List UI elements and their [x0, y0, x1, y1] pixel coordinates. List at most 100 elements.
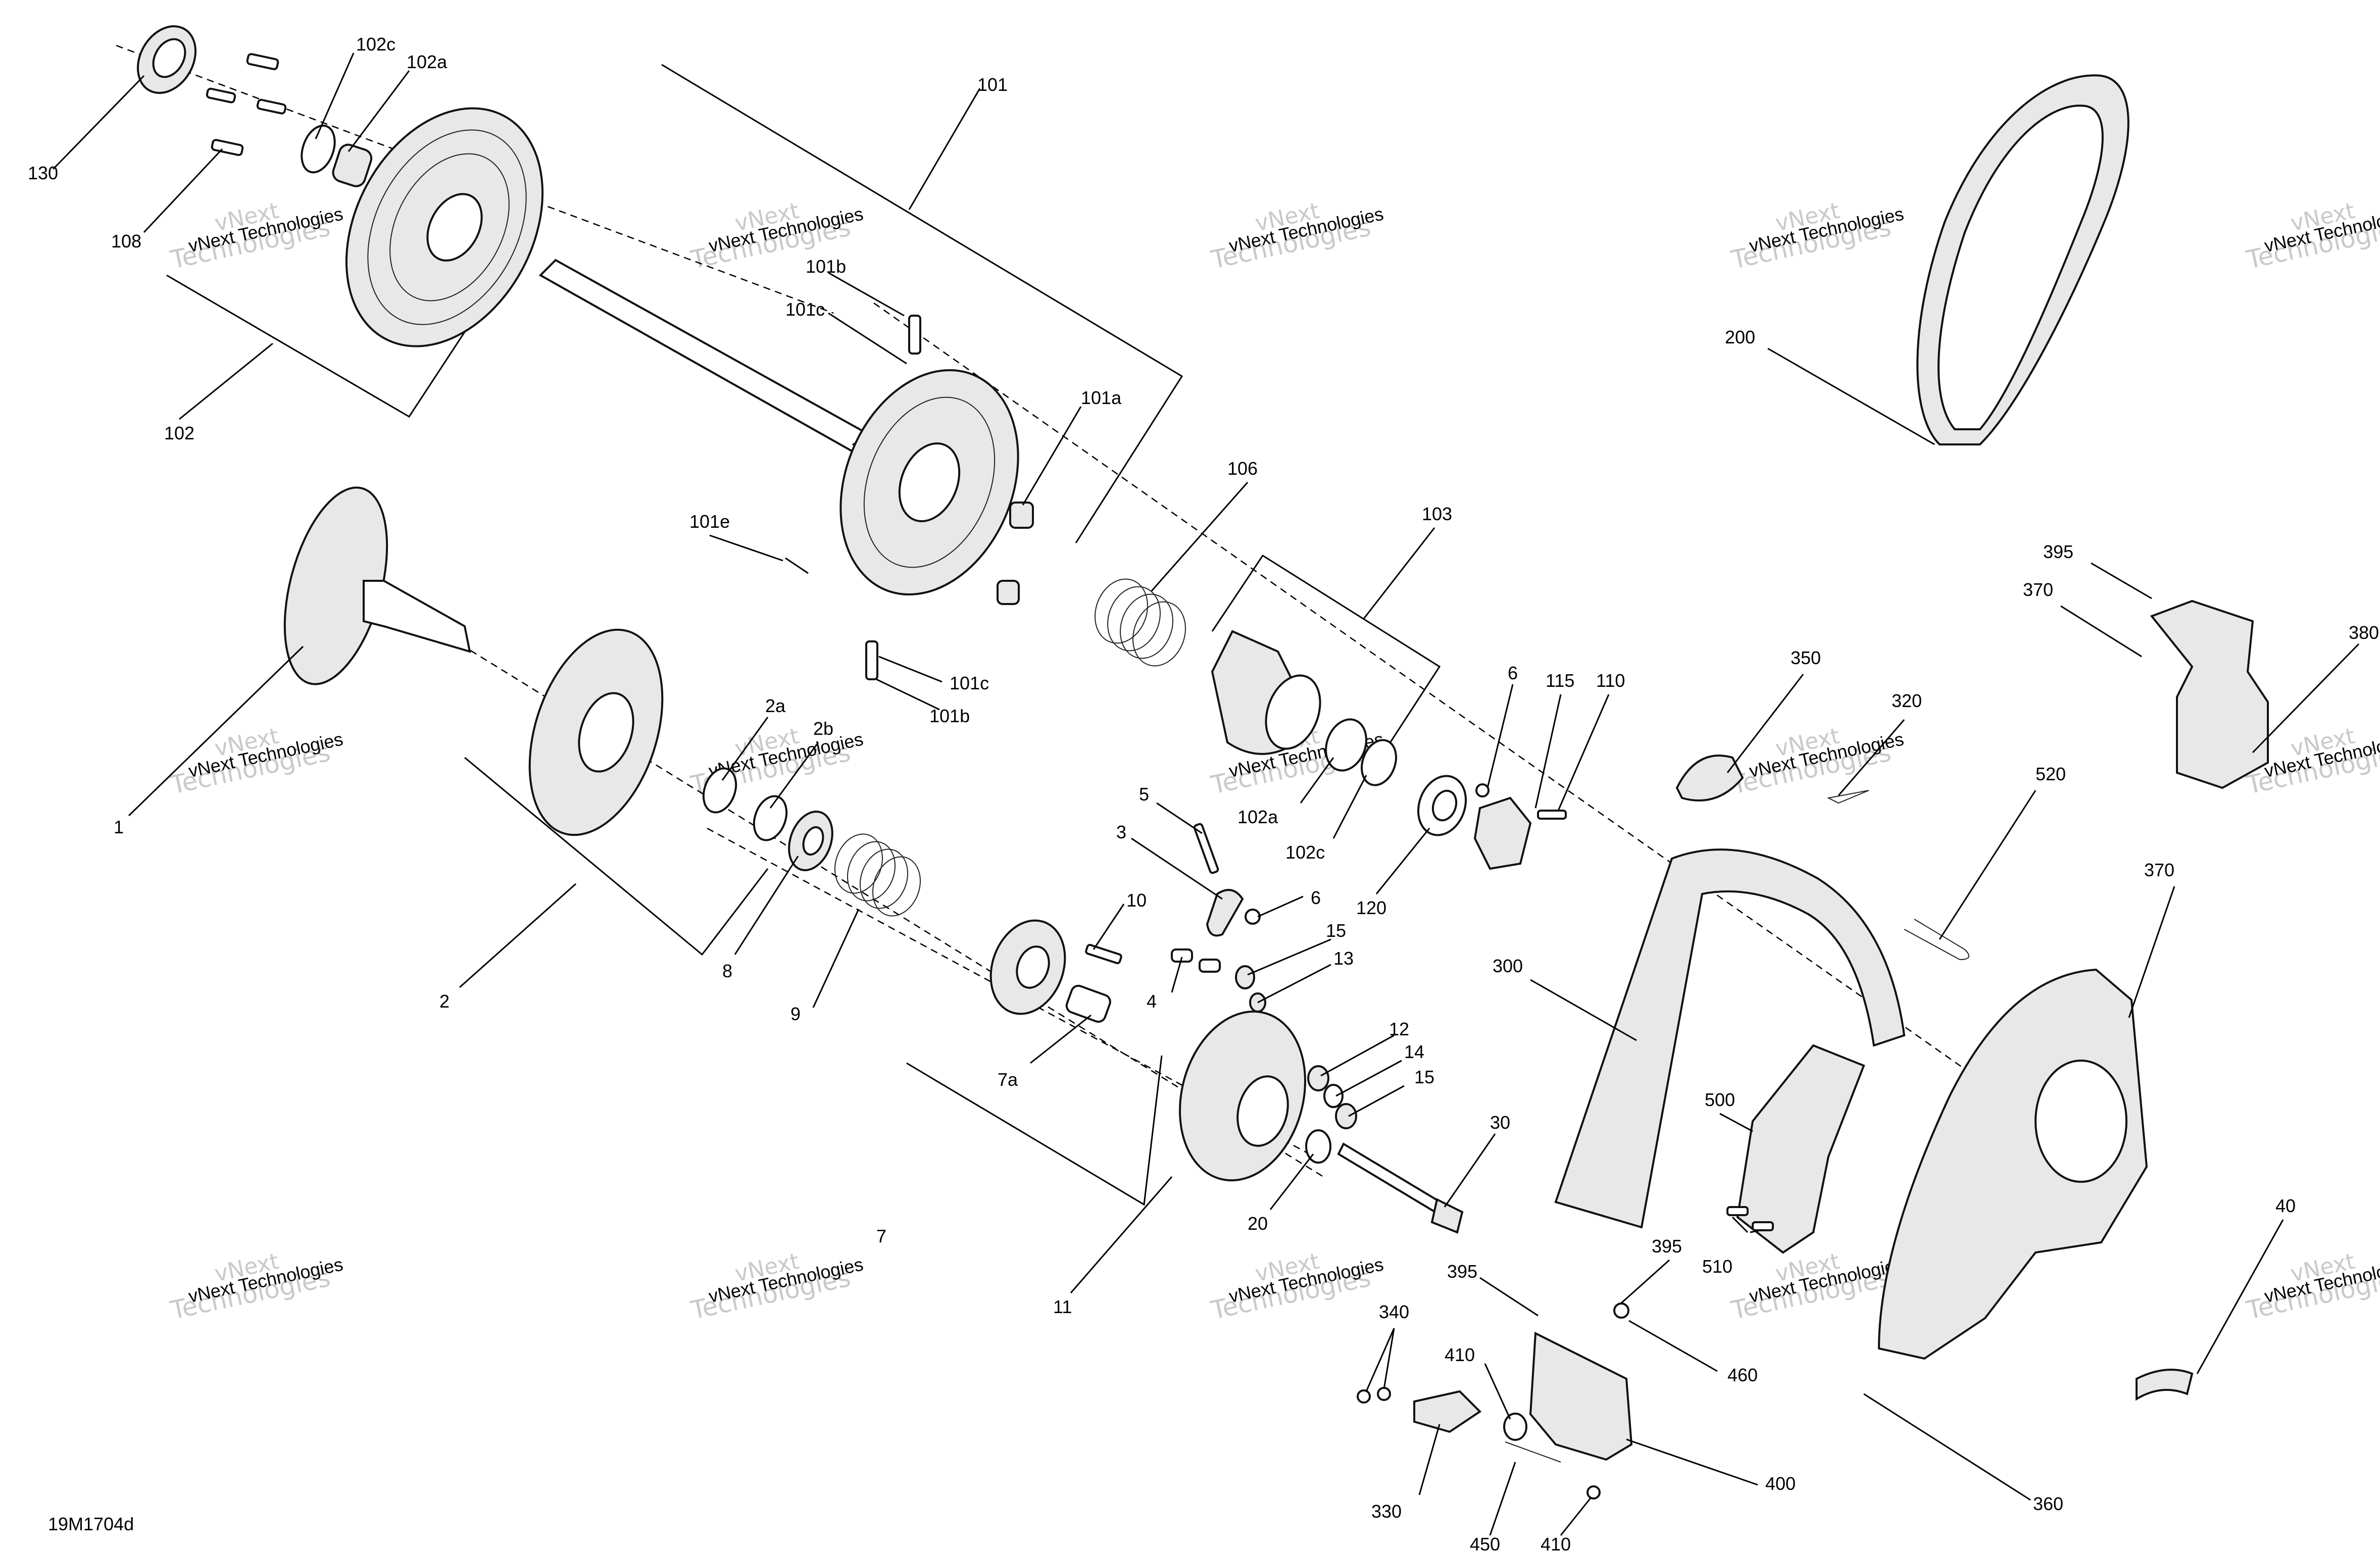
- callout-6: 6: [1311, 887, 1321, 908]
- part-40-decal: [2136, 1369, 2194, 1401]
- part-2-cam: [528, 628, 664, 836]
- callout-12: 12: [1389, 1019, 1409, 1039]
- callout-410: 410: [1445, 1344, 1475, 1365]
- callout-130: 130: [28, 163, 58, 183]
- callout-102a: 102a: [407, 52, 448, 72]
- callout-102c: 102c: [1285, 842, 1325, 863]
- part-7-hub: [989, 919, 1111, 1023]
- callout-2: 2: [439, 991, 450, 1012]
- callout-10: 10: [1126, 890, 1147, 911]
- callout-2a: 2a: [765, 695, 786, 716]
- watermark-tile: vNext Technologies vNext Technologies: [1208, 198, 1385, 275]
- callout-3: 3: [1116, 822, 1126, 842]
- callout-115: 115: [1546, 670, 1574, 691]
- callout-410: 410: [1541, 1534, 1571, 1552]
- callout-4: 4: [1147, 991, 1157, 1012]
- callout-101a: 101a: [1081, 387, 1122, 408]
- part-101a-rollers: [997, 502, 1034, 605]
- callout-9: 9: [790, 1004, 801, 1024]
- watermark-tile: vNext Technologies vNext Technologies: [168, 1248, 345, 1325]
- callout-110: 110: [1596, 670, 1625, 691]
- part-520-clip: [1904, 919, 1969, 961]
- callout-13: 13: [1333, 948, 1354, 969]
- callout-6: 6: [1508, 663, 1518, 683]
- callout-15: 15: [1326, 920, 1346, 941]
- parts: [136, 25, 2269, 1499]
- callout-5: 5: [1139, 784, 1149, 805]
- callout-300: 300: [1493, 956, 1523, 976]
- part-106-spring: [1095, 578, 1186, 667]
- part-101-pins: [785, 315, 921, 680]
- part-300-bracket: [1554, 848, 1906, 1229]
- callout-460: 460: [1727, 1365, 1758, 1385]
- callout-11: 11: [1053, 1296, 1072, 1317]
- callout-370: 370: [2023, 579, 2053, 600]
- callout-330: 330: [1371, 1501, 1402, 1522]
- watermark-tile: vNext Technologies vNext Technologies: [1728, 198, 1906, 275]
- callout-7a: 7a: [998, 1069, 1018, 1090]
- callout-108: 108: [111, 231, 141, 252]
- callout-510: 510: [1702, 1256, 1732, 1277]
- callout-103: 103: [1422, 504, 1452, 524]
- callout-520: 520: [2036, 764, 2066, 784]
- callout-395: 395: [1652, 1236, 1682, 1257]
- callout-106: 106: [1227, 458, 1258, 479]
- watermark-tile: vNext Technologies vNext Technologies: [1208, 1248, 1385, 1325]
- callout-101e: 101e: [689, 511, 730, 532]
- callout-101: 101: [977, 74, 1008, 95]
- callout-120: 120: [1356, 897, 1386, 918]
- part-500-plate: [1726, 1044, 1865, 1254]
- part-2-rings: [702, 767, 788, 841]
- drawing-code: 19M1704d: [48, 1514, 134, 1534]
- callout-340: 340: [1379, 1301, 1409, 1322]
- callout-101c: 101c: [950, 673, 989, 693]
- callout-102a: 102a: [1237, 807, 1278, 827]
- callout-7: 7: [876, 1226, 886, 1246]
- leader-lines: [52, 53, 2360, 1536]
- part-1-sheave: [283, 486, 471, 685]
- callout-320: 320: [1892, 690, 1922, 711]
- callout-30: 30: [1490, 1112, 1510, 1133]
- callout-500: 500: [1705, 1089, 1735, 1110]
- part-380-bracket: [2150, 599, 2269, 789]
- part-200-belt: [1916, 74, 2129, 445]
- part-102-bushings: [301, 124, 373, 187]
- part-rollers-washers: [1235, 965, 1357, 1129]
- callout-370: 370: [2144, 860, 2174, 880]
- callout-2b: 2b: [813, 718, 833, 739]
- callout-380: 380: [2349, 622, 2379, 643]
- callout-101b: 101b: [806, 256, 846, 277]
- callout-14: 14: [1404, 1041, 1424, 1062]
- callout-101b: 101b: [929, 706, 970, 726]
- callout-labels: 130 108 102c 102a 102 101 101b 101c 101a…: [28, 34, 2379, 1552]
- callout-450: 450: [1470, 1534, 1500, 1552]
- part-103-cover: [1211, 630, 1321, 755]
- callout-360: 360: [2033, 1493, 2063, 1514]
- part-101-sheave: [839, 369, 1019, 596]
- callout-395: 395: [2043, 541, 2073, 562]
- part-small-hardware: [1085, 783, 1490, 973]
- watermark-tile: vNext Technologies vNext Technologies: [2244, 198, 2380, 275]
- part-8-washer: [788, 810, 833, 872]
- callout-102: 102: [164, 423, 194, 443]
- watermark-tile: vNext Technologies vNext Technologies: [688, 1248, 865, 1325]
- callout-400: 400: [1765, 1473, 1796, 1494]
- part-30-bolt: [1305, 1129, 1464, 1234]
- part-9-spring: [834, 833, 921, 917]
- watermark-tile: vNext Technologies vNext Technologies: [1728, 723, 1906, 800]
- part-102-sheave: [345, 107, 544, 347]
- part-11-spider: [1179, 1010, 1306, 1182]
- callout-200: 200: [1725, 327, 1755, 347]
- callout-101c: 101c: [785, 299, 825, 320]
- callout-1: 1: [114, 817, 124, 837]
- part-108-screws: [206, 53, 287, 156]
- callout-15: 15: [1414, 1067, 1434, 1087]
- callout-40: 40: [2275, 1195, 2296, 1216]
- watermark-tile: vNext Technologies vNext Technologies: [2244, 1248, 2380, 1325]
- callout-102c: 102c: [356, 34, 395, 55]
- part-102-mid-rings: [1325, 718, 1397, 786]
- part-120-washer: [1417, 775, 1567, 870]
- callout-350: 350: [1791, 647, 1821, 668]
- part-360-guard: [1877, 968, 2148, 1360]
